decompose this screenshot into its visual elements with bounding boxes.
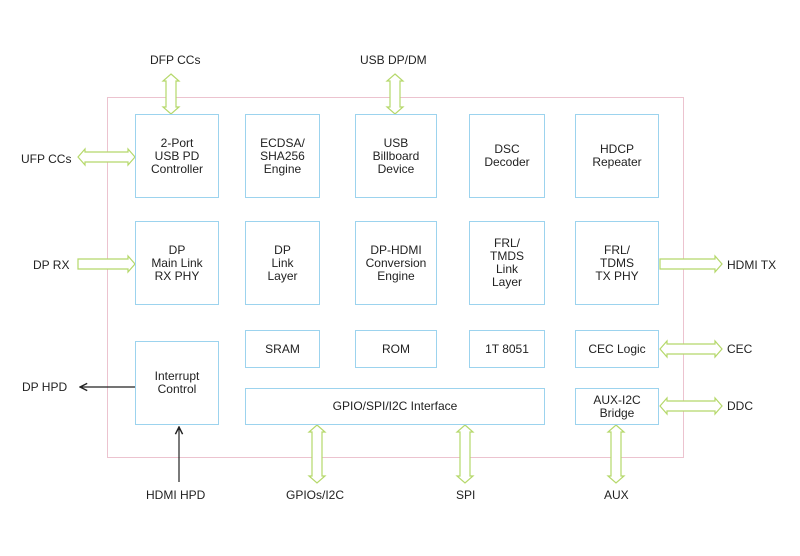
sram-block: SRAM bbox=[245, 330, 320, 368]
hdmi-tx-bus-arrow bbox=[659, 254, 723, 274]
spi-bus-arrow bbox=[455, 424, 475, 484]
aux-bus-arrow bbox=[606, 424, 626, 484]
dp-link-layer-block: DP Link Layer bbox=[245, 221, 320, 305]
usb-billboard-device-block: USB Billboard Device bbox=[355, 114, 437, 198]
hdmi-hpd-label: HDMI HPD bbox=[146, 488, 206, 502]
gpios-i2c-label: GPIOs/I2C bbox=[286, 488, 345, 502]
ufp-ccs-bus-arrow bbox=[77, 147, 136, 167]
ecdsa-sha256-engine-block: ECDSA/ SHA256 Engine bbox=[245, 114, 320, 198]
usb-pd-controller-block: 2-Port USB PD Controller bbox=[135, 114, 219, 198]
ddc-label: DDC bbox=[727, 399, 753, 413]
usb-dpdm-label: USB DP/DM bbox=[360, 53, 427, 67]
hdmi-tx-label: HDMI TX bbox=[727, 258, 777, 272]
aux-i2c-bridge-block: AUX-I2C Bridge bbox=[575, 388, 659, 425]
rom-block: ROM bbox=[355, 330, 437, 368]
cec-bus-arrow bbox=[659, 339, 723, 359]
gpio-spi-i2c-interface-block: GPIO/SPI/I2C Interface bbox=[245, 388, 545, 425]
dsc-decoder-block: DSC Decoder bbox=[469, 114, 545, 198]
usb-dpdm-bus-arrow bbox=[385, 73, 405, 115]
dp-hdmi-conversion-engine-block: DP-HDMI Conversion Engine bbox=[355, 221, 437, 305]
ufp-ccs-label: UFP CCs bbox=[21, 152, 72, 166]
dfp-ccs-bus-arrow bbox=[161, 73, 181, 115]
frl-tmds-link-layer-block: FRL/ TMDS Link Layer bbox=[469, 221, 545, 305]
dp-hpd-label: DP HPD bbox=[22, 380, 68, 394]
hdcp-repeater-block: HDCP Repeater bbox=[575, 114, 659, 198]
mcu-8051-block: 1T 8051 bbox=[469, 330, 545, 368]
interrupt-control-block: Interrupt Control bbox=[135, 341, 219, 425]
frl-tdms-tx-phy-block: FRL/ TDMS TX PHY bbox=[575, 221, 659, 305]
ddc-bus-arrow bbox=[659, 396, 723, 416]
spi-label: SPI bbox=[456, 488, 476, 502]
cec-label: CEC bbox=[727, 342, 753, 356]
cec-logic-block: CEC Logic bbox=[575, 330, 659, 368]
gpios-i2c-bus-arrow bbox=[307, 424, 327, 484]
dfp-ccs-label: DFP CCs bbox=[150, 53, 201, 67]
aux-label: AUX bbox=[604, 488, 629, 502]
dp-rx-label: DP RX bbox=[33, 258, 70, 272]
dp-rx-bus-arrow bbox=[77, 254, 136, 274]
dp-main-link-rx-phy-block: DP Main Link RX PHY bbox=[135, 221, 219, 305]
